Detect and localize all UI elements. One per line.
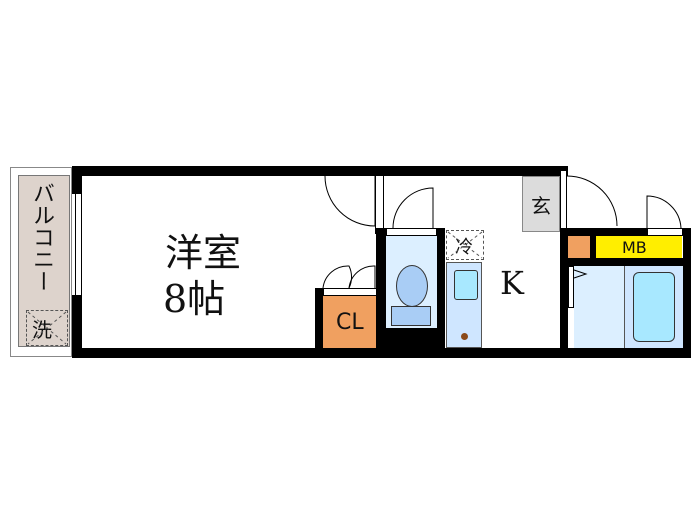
bath-wall-top [560,228,648,236]
meter-box [596,236,682,258]
entrance-label: 玄 [531,194,551,218]
wall-top-left [72,166,568,176]
mb-separator [590,236,596,258]
meter-box-label: MB [622,238,647,257]
bathtub-icon [633,272,675,342]
washer-space [26,310,68,346]
balcony-window[interactable] [75,194,82,295]
toilet-bowl-icon [396,265,428,307]
toilet-door[interactable] [386,228,437,236]
bath-door[interactable] [568,266,574,308]
kitchen-label: K [500,264,524,302]
toilet-wall-right [437,228,445,358]
washroom [574,266,624,348]
toilet-wall-left [376,228,386,358]
wall-left-lower [72,295,82,358]
entrance [522,176,560,232]
wall-left [72,166,82,194]
wall-right [683,228,691,358]
fridge-space [446,230,484,260]
fridge-label: 冷 [455,237,473,258]
closet-label: CL [336,310,364,335]
western-room-size: 8帖 [163,277,226,321]
sink-icon [454,270,478,300]
stove-knob-icon [461,333,468,340]
toilet-tank-icon [391,306,431,326]
closet [323,296,376,348]
western-room-label: 洋室 [165,231,242,275]
bath-wall-left [560,228,568,358]
toilet-wall-bottom [386,328,437,350]
bath-wall-mid [560,258,690,266]
balcony-label: バルコニー [29,182,54,292]
closet-wall-left [315,288,323,358]
pipe-space [568,236,590,258]
mb-door[interactable] [647,228,683,236]
